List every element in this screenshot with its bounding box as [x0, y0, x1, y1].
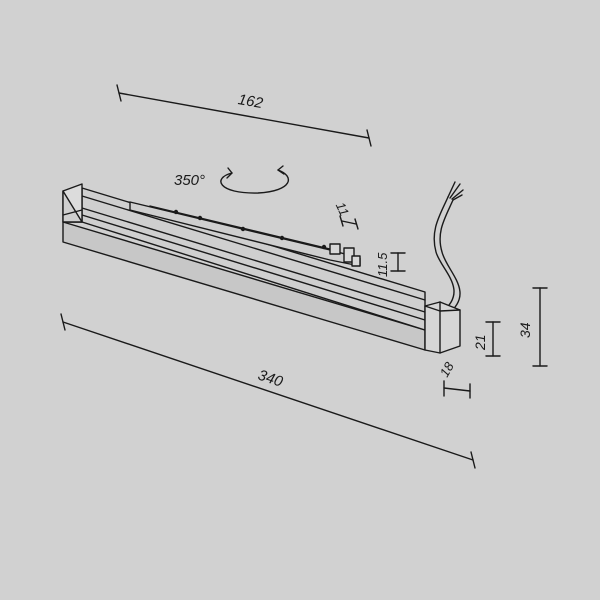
label-18: 18 — [437, 359, 458, 380]
dimension-340 — [60, 313, 476, 469]
label-21: 21 — [472, 334, 488, 351]
dimension-11-5 — [390, 252, 406, 272]
dimension-18 — [443, 380, 471, 399]
track-connector — [129, 201, 361, 267]
rotation-arrow-icon — [220, 165, 289, 194]
dimension-21 — [485, 321, 501, 357]
label-340: 340 — [256, 367, 286, 391]
power-cable — [433, 181, 464, 315]
dimension-11 — [339, 215, 359, 230]
label-11: 11 — [333, 200, 352, 219]
dimension-34 — [532, 287, 548, 367]
label-11-5: 11.5 — [375, 252, 390, 277]
label-34: 34 — [517, 322, 533, 338]
lamp-profile — [62, 183, 461, 354]
dimension-162 — [116, 84, 372, 147]
label-162: 162 — [237, 91, 265, 112]
label-rotation: 350° — [174, 172, 205, 189]
